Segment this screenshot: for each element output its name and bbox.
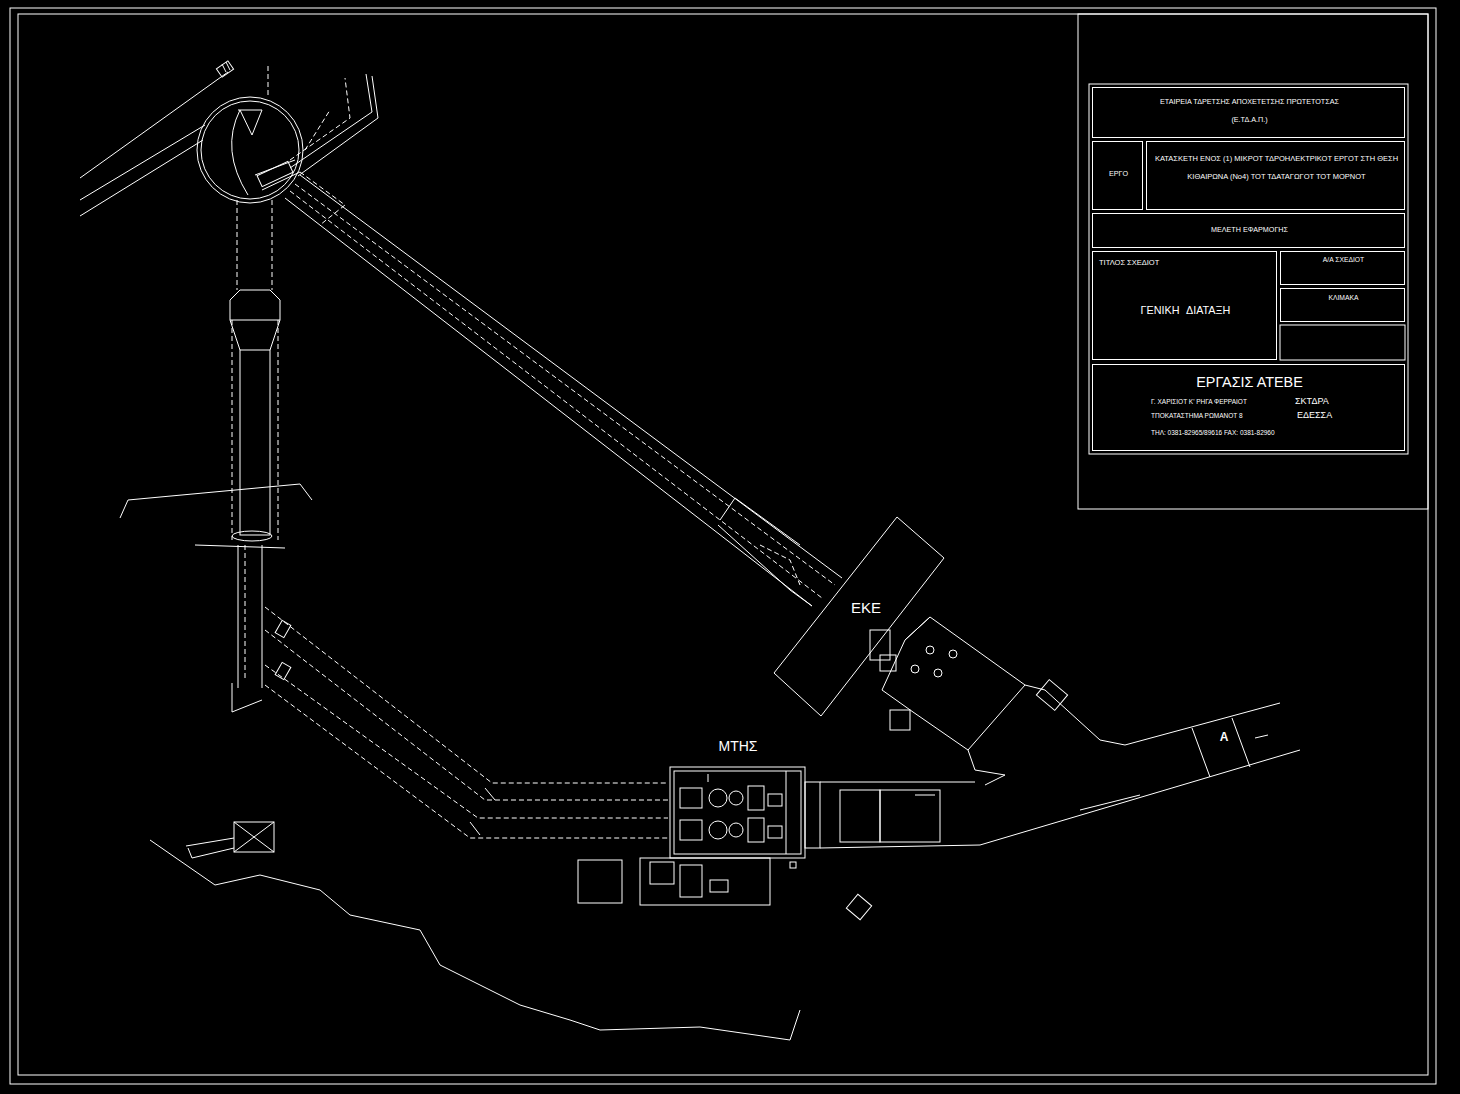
label-text: ΜΕΛΕΤΗ ΕΦΑΡΜΟΓΗΣ (1093, 226, 1406, 235)
label-text: Γ. ΧΑΡΙΣΙΟΤ Κ' ΡΗΓΑ ΦΕΡΡΑΙΟΤ (1151, 398, 1293, 406)
label-text: ΓΕΝΙΚΗ ΔΙΑΤΑΞΗ (1093, 304, 1278, 317)
title-cell: ΕΡΓΟ (1092, 141, 1143, 210)
label-text: ΜΤΗΣ (688, 738, 788, 755)
powerhouse-outline (668, 738, 808, 860)
company-cell: ΕΡΓΑΣΙΣ ΑΤΕΒΕ Γ. ΧΑΡΙΣΙΟΤ Κ' ΡΗΓΑ ΦΕΡΡΑΙΟ… (1092, 364, 1405, 451)
marker-label: Α (1214, 730, 1234, 744)
title-cell: ΤΙΤΛΟΣ ΣΧΕΔΙΟΤ ΓΕΝΙΚΗ ΔΙΑΤΑΞΗ (1092, 251, 1277, 360)
label-text: Α/Α ΣΧΕΔΙΟΤ (1281, 256, 1406, 264)
label-text: ΤΠΟΚΑΤΑΣΤΗΜΑ ΡΩΜΑΝΟΤ 8 (1151, 412, 1293, 420)
structure-outline (773, 516, 945, 717)
title-cell: Α/Α ΣΧΕΔΙΟΤ (1280, 251, 1405, 285)
powerhouse: ΜΤΗΣ (668, 738, 808, 860)
label-text: ΤΙΤΛΟΣ ΣΧΕΔΙΟΤ (1099, 258, 1249, 267)
title-cell: ΚΑΤΑΣΚΕΤΗ ΕΝΟΣ (1) ΜΙΚΡΟΤ ΤΔΡΟΗΛΕΚΤΡΙΚΟΤ… (1146, 141, 1405, 210)
label-text: ΤΗΛ: 0381-82965/89616 FAX: 0381-82960 (1151, 429, 1371, 437)
title-cell: ΜΕΛΕΤΗ ΕΦΑΡΜΟΓΗΣ (1092, 213, 1405, 248)
structure-box: ΕΚΕ (773, 516, 945, 717)
title-cell: ΚΛΙΜΑΚΑ (1280, 288, 1405, 322)
label-text: ΚΛΙΜΑΚΑ (1281, 294, 1406, 302)
label-text: (Ε.ΤΔ.Α.Π.) (1093, 116, 1406, 125)
label-text: ΣΚΤΔΡΑ (1295, 396, 1355, 407)
label-text: ΕΡΓΑΣΙΣ ΑΤΕΒΕ (1093, 374, 1406, 391)
label-text: ΕΤΑΙΡΕΙΑ ΤΔΡΕΤΣΗΣ ΑΠΟΧΕΤΕΤΣΗΣ ΠΡΩΤΕΤΟΤΣΑ… (1093, 98, 1406, 107)
title-cell: ΕΤΑΙΡΕΙΑ ΤΔΡΕΤΣΗΣ ΑΠΟΧΕΤΕΤΣΗΣ ΠΡΩΤΕΤΟΤΣΑ… (1092, 87, 1405, 138)
label-text: ΕΡΓΟ (1093, 170, 1144, 179)
label-text: ΕΔΕΣΣΑ (1297, 410, 1357, 421)
label-text: ΕΚΕ (836, 599, 896, 617)
label-text: ΚΑΤΑΣΚΕΤΗ ΕΝΟΣ (1) ΜΙΚΡΟΤ ΤΔΡΟΗΛΕΚΤΡΙΚΟΤ… (1151, 150, 1402, 186)
